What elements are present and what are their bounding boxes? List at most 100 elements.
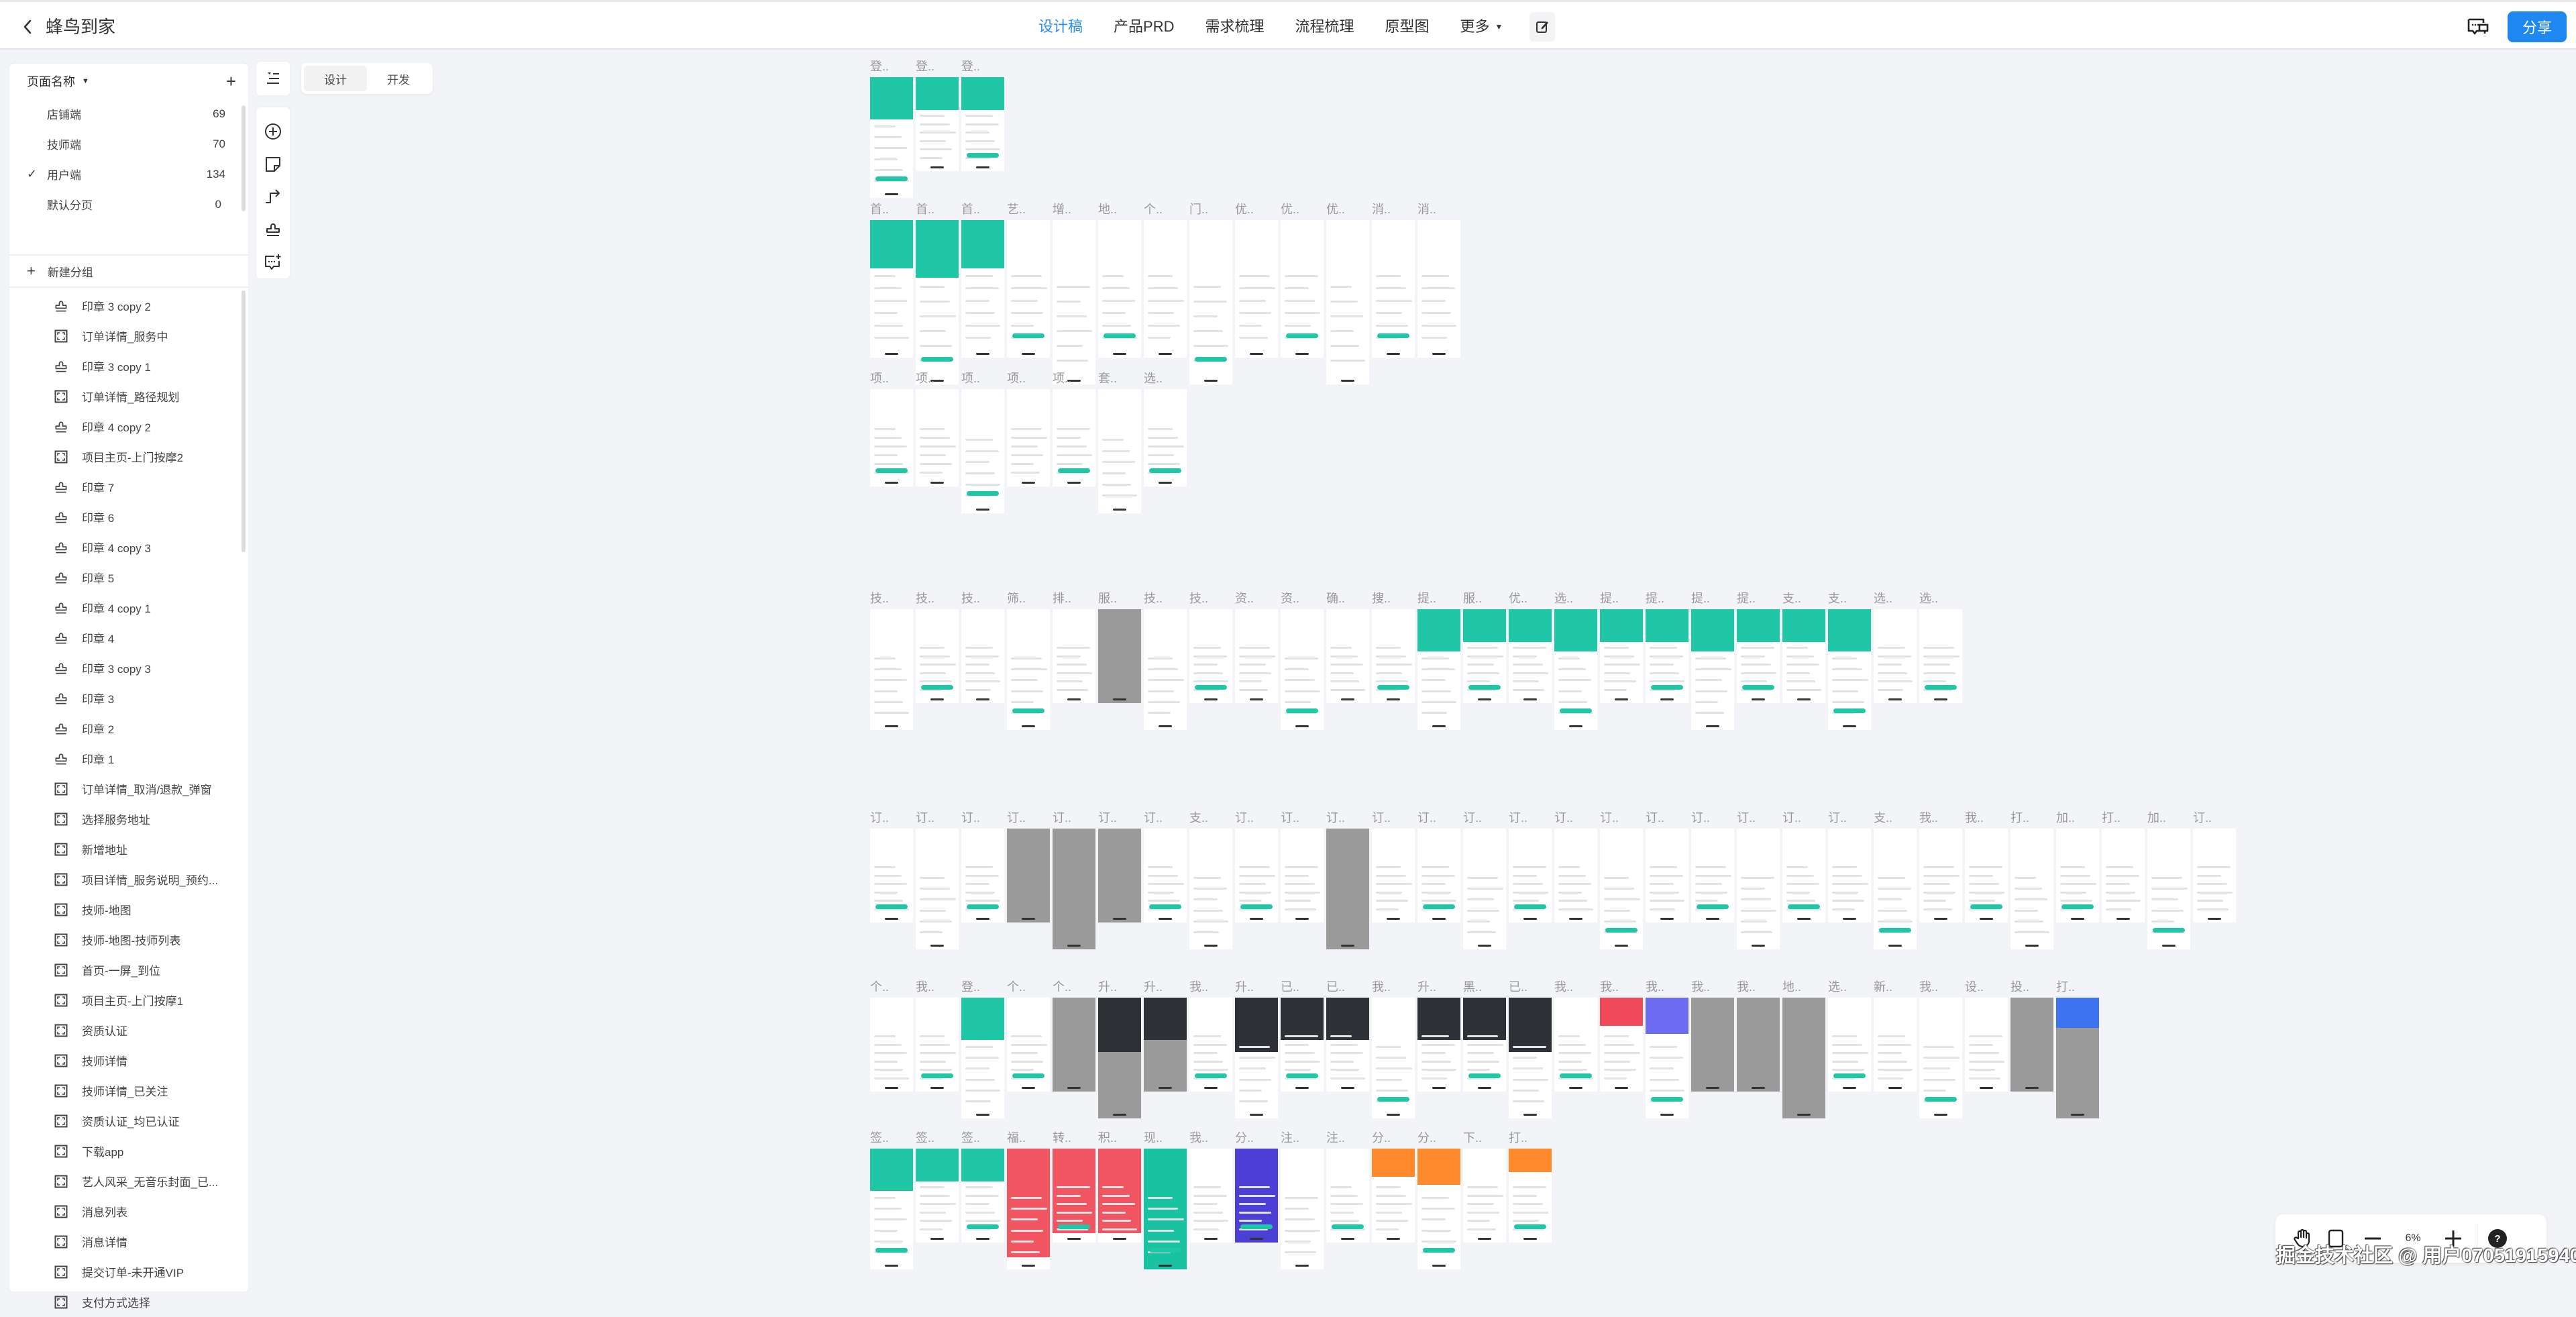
artboard[interactable]: 登.. bbox=[916, 60, 959, 171]
page-list-item[interactable]: 技师详情 bbox=[9, 1045, 248, 1075]
artboard[interactable]: 黑.. bbox=[1463, 980, 1506, 1092]
artboard[interactable]: 我.. bbox=[1919, 811, 1962, 923]
zoom-in-button[interactable] bbox=[2436, 1225, 2470, 1252]
artboard[interactable]: 我.. bbox=[1372, 980, 1415, 1118]
artboard[interactable]: 提.. bbox=[1691, 592, 1734, 730]
artboard[interactable]: 我.. bbox=[1189, 1131, 1232, 1243]
artboard[interactable]: 已.. bbox=[1509, 980, 1552, 1118]
artboard[interactable]: 支.. bbox=[1828, 592, 1871, 730]
artboard[interactable]: 签.. bbox=[870, 1131, 913, 1269]
artboard[interactable]: 订.. bbox=[1463, 811, 1506, 949]
artboard[interactable]: 筛.. bbox=[1007, 592, 1050, 730]
artboard[interactable]: 首.. bbox=[916, 203, 959, 384]
page-list-item[interactable]: 消息详情 bbox=[9, 1226, 248, 1257]
artboard[interactable]: 地.. bbox=[1782, 980, 1825, 1118]
artboard[interactable]: 技.. bbox=[870, 592, 913, 730]
page-list-item[interactable]: 印章 3 copy 1 bbox=[9, 351, 248, 381]
artboard[interactable]: 订.. bbox=[1509, 811, 1552, 923]
artboard[interactable]: 项.. bbox=[961, 372, 1004, 513]
artboard[interactable]: 支.. bbox=[1874, 811, 1917, 949]
artboard[interactable]: 签.. bbox=[916, 1131, 959, 1243]
artboard[interactable]: 我.. bbox=[1919, 980, 1962, 1118]
page-list-item[interactable]: 订单详情_路径规划 bbox=[9, 381, 248, 411]
page-list-item[interactable]: 选择服务地址 bbox=[9, 804, 248, 834]
artboard[interactable]: 订.. bbox=[1007, 811, 1050, 923]
artboard[interactable]: 订.. bbox=[1144, 811, 1187, 923]
artboard[interactable]: 升.. bbox=[1417, 980, 1460, 1092]
sticky-note-tool-button[interactable] bbox=[260, 148, 286, 181]
artboard[interactable]: 技.. bbox=[1144, 592, 1187, 730]
artboard[interactable]: 下.. bbox=[1463, 1131, 1506, 1243]
artboard[interactable]: 我.. bbox=[1691, 980, 1734, 1092]
page-list-item[interactable]: 支付方式选择 bbox=[9, 1287, 248, 1317]
page-name-sort-dropdown[interactable]: 页面名称 ▼ bbox=[27, 72, 89, 90]
page-list-item[interactable]: 印章 3 copy 3 bbox=[9, 653, 248, 683]
page-list-item[interactable]: 印章 4 copy 2 bbox=[9, 411, 248, 441]
artboard[interactable]: 订.. bbox=[916, 811, 959, 949]
artboard[interactable]: 转.. bbox=[1053, 1131, 1095, 1243]
artboard[interactable]: 新.. bbox=[1874, 980, 1917, 1092]
artboard[interactable]: 提.. bbox=[1646, 592, 1688, 703]
group-list-scrollbar[interactable] bbox=[241, 105, 246, 211]
artboard[interactable]: 优.. bbox=[1235, 203, 1278, 358]
page-list-item[interactable]: 订单详情_取消/退款_弹窗 bbox=[9, 774, 248, 804]
artboard[interactable]: 选.. bbox=[1874, 592, 1917, 703]
page-list-item[interactable]: 技师-地图 bbox=[9, 894, 248, 925]
page-list-item[interactable]: 印章 3 copy 2 bbox=[9, 291, 248, 321]
artboard[interactable]: 资.. bbox=[1235, 592, 1278, 703]
page-list-item[interactable]: 印章 5 bbox=[9, 562, 248, 592]
artboard[interactable]: 设.. bbox=[1965, 980, 2008, 1092]
artboard[interactable]: 订.. bbox=[1691, 811, 1734, 923]
page-list-item[interactable]: 资质认证_均已认证 bbox=[9, 1106, 248, 1136]
page-list-item[interactable]: 消息列表 bbox=[9, 1196, 248, 1226]
page-list-item[interactable]: 项目主页-上门按摩2 bbox=[9, 441, 248, 472]
edit-button[interactable] bbox=[1529, 12, 1556, 42]
add-page-button[interactable]: + bbox=[226, 72, 236, 90]
artboard[interactable]: 优.. bbox=[1326, 203, 1369, 384]
artboard[interactable]: 订.. bbox=[1372, 811, 1415, 923]
page-list-item[interactable]: 订单详情_服务中 bbox=[9, 321, 248, 351]
artboard[interactable]: 首.. bbox=[870, 203, 913, 358]
artboard[interactable]: 服.. bbox=[1098, 592, 1141, 703]
page-list-item[interactable]: 技师-地图-技师列表 bbox=[9, 925, 248, 955]
artboard[interactable]: 加.. bbox=[2056, 811, 2099, 923]
artboard[interactable]: 订.. bbox=[1646, 811, 1688, 923]
artboard[interactable]: 福.. bbox=[1007, 1131, 1050, 1269]
artboard[interactable]: 我.. bbox=[1646, 980, 1688, 1118]
artboard[interactable]: 优.. bbox=[1509, 592, 1552, 703]
page-list-item[interactable]: 印章 4 copy 1 bbox=[9, 592, 248, 623]
page-list-item[interactable]: 印章 6 bbox=[9, 502, 248, 532]
mode-develop-button[interactable]: 开发 bbox=[387, 73, 410, 87]
page-list-item[interactable]: 首页-一屏_到位 bbox=[9, 955, 248, 985]
artboard[interactable]: 分.. bbox=[1372, 1131, 1415, 1243]
artboard[interactable]: 我.. bbox=[1554, 980, 1597, 1092]
artboard[interactable]: 现.. bbox=[1144, 1131, 1187, 1269]
artboard[interactable]: 分.. bbox=[1235, 1131, 1278, 1243]
artboard[interactable]: 订.. bbox=[1600, 811, 1643, 949]
artboard[interactable]: 打.. bbox=[2010, 811, 2053, 949]
artboard[interactable]: 我.. bbox=[1189, 980, 1232, 1092]
artboard[interactable]: 首.. bbox=[961, 203, 1004, 358]
artboard[interactable]: 打.. bbox=[2102, 811, 2145, 923]
page-list-item[interactable]: 印章 4 copy 3 bbox=[9, 532, 248, 562]
mode-design-button[interactable]: 设计 bbox=[304, 66, 367, 91]
artboard[interactable]: 项.. bbox=[916, 372, 959, 486]
artboard[interactable]: 订.. bbox=[1053, 811, 1095, 949]
artboard[interactable]: 升.. bbox=[1235, 980, 1278, 1118]
page-list-item[interactable]: 印章 7 bbox=[9, 472, 248, 502]
artboard[interactable]: 登.. bbox=[961, 980, 1004, 1118]
artboard[interactable]: 订.. bbox=[1235, 811, 1278, 923]
artboard[interactable]: 个.. bbox=[1144, 203, 1187, 358]
artboard[interactable]: 订.. bbox=[1554, 811, 1597, 923]
artboard[interactable]: 服.. bbox=[1463, 592, 1506, 703]
help-button[interactable]: ? bbox=[2484, 1225, 2511, 1252]
artboard[interactable]: 提.. bbox=[1737, 592, 1780, 703]
outline-toggle-button[interactable] bbox=[256, 62, 290, 95]
page-list-item[interactable]: 提交订单-未开通VIP bbox=[9, 1257, 248, 1287]
artboard[interactable]: 订.. bbox=[1828, 811, 1871, 923]
artboard[interactable]: 地.. bbox=[1098, 203, 1141, 358]
artboard[interactable]: 加.. bbox=[2147, 811, 2190, 949]
zoom-out-button[interactable] bbox=[2356, 1225, 2390, 1252]
page-list-item[interactable]: 项目主页-上门按摩1 bbox=[9, 985, 248, 1015]
artboard[interactable]: 订.. bbox=[961, 811, 1004, 923]
